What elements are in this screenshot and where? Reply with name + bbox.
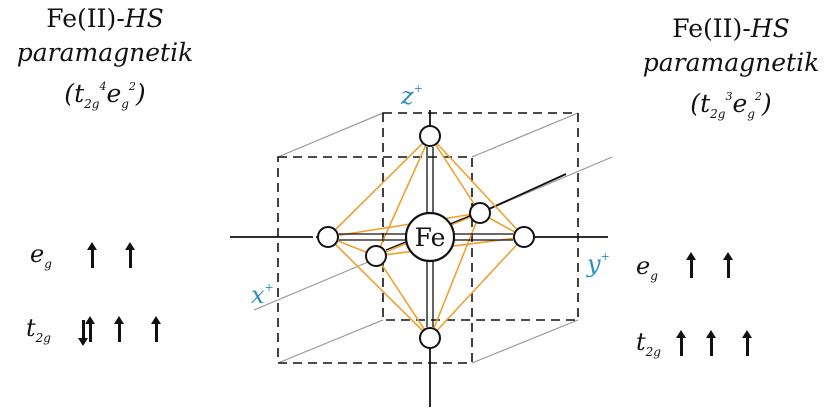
left-eg-electron-up-2 [125, 242, 135, 268]
left-t2g-electron-up-2 [114, 316, 124, 342]
left-eg-electron-up-1 [87, 242, 97, 268]
ligand-left [317, 226, 339, 248]
ligand-front [365, 245, 387, 267]
metal-atom-label: Fe [415, 223, 446, 252]
ligand-right [513, 226, 535, 248]
ligand-back [469, 202, 491, 224]
right-t2g-electron-up-1 [676, 330, 686, 356]
axis-label-z: z+ [400, 82, 423, 110]
metal-atom [404, 211, 456, 263]
axis-label-x: x+ [251, 281, 274, 309]
left-title-line2: paramagnetik [16, 38, 194, 67]
right-title-line2: paramagnetik [642, 48, 820, 77]
left-t2g-label: t2g [26, 314, 51, 345]
cube-depth-edges [253, 112, 613, 364]
right-eg-label: eg [636, 252, 658, 283]
right-t2g-electron-up-2 [706, 330, 716, 356]
right-eg-electron-up-2 [723, 252, 733, 278]
right-title: Fe(II)-HS paramagnetik (t2g3eg2) [636, 12, 826, 131]
left-electron-config: (t2g4eg2) [64, 79, 146, 111]
left-title: Fe(II)-HS paramagnetik (t2g4eg2) [10, 2, 200, 121]
left-t2g-electron-up-1 [85, 316, 95, 342]
right-t2g-label: t2g [636, 328, 661, 359]
right-t2g-electron-up-3 [742, 330, 752, 356]
coordinate-axes [230, 110, 608, 407]
left-t2g-electron-up-3 [151, 316, 161, 342]
right-eg-electron-up-1 [686, 252, 696, 278]
ligand-bottom [419, 327, 441, 349]
left-title-line1: Fe(II)-HS [46, 4, 164, 33]
ligand-top [419, 125, 441, 147]
cube-faces [277, 112, 579, 364]
left-t2g-electron-down [78, 320, 88, 346]
right-electron-config: (t2g3eg2) [690, 89, 772, 121]
axis-label-y: y+ [586, 250, 610, 278]
right-title-line1: Fe(II)-HS [672, 14, 790, 43]
left-eg-label: eg [30, 240, 52, 271]
ligands [317, 125, 535, 349]
